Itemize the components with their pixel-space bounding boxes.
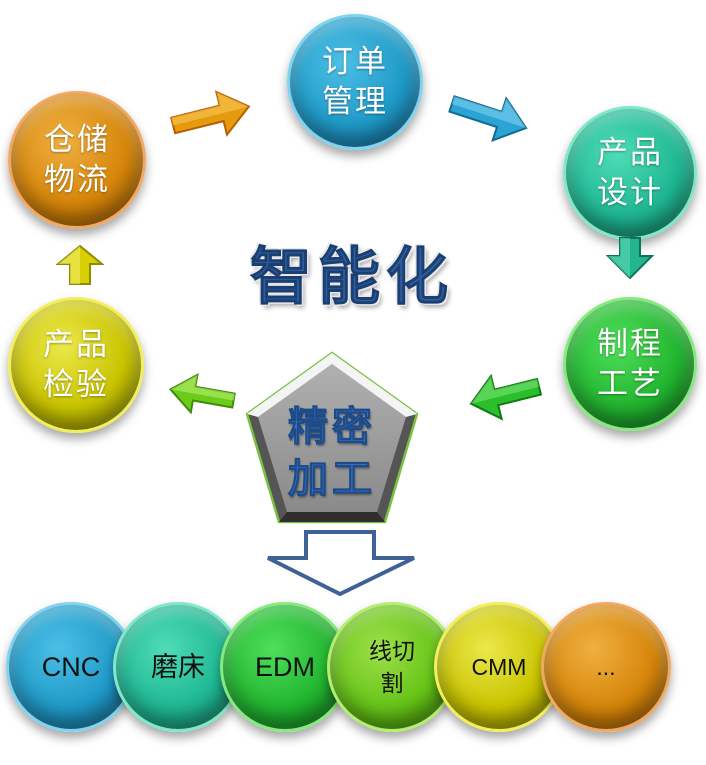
center-pentagon: 精密 加工 bbox=[244, 350, 420, 525]
arrow-left-icon bbox=[469, 373, 543, 421]
diagram-title: 智能化 bbox=[249, 240, 454, 314]
arrow-right-icon bbox=[170, 90, 251, 137]
arrow-right-down-icon bbox=[448, 95, 528, 142]
tool-grinder: 磨床 bbox=[113, 602, 243, 732]
tool-label: ... bbox=[596, 654, 616, 680]
tool-label: 线切 bbox=[369, 638, 415, 664]
node-label-line: 工艺 bbox=[597, 366, 663, 402]
arrow-left-icon bbox=[168, 373, 236, 415]
arrow-up-icon bbox=[56, 244, 104, 285]
node-label-line: 设计 bbox=[597, 175, 663, 211]
tool-edm: EDM bbox=[220, 602, 350, 732]
node-product-design: 产品 设计 bbox=[563, 106, 697, 240]
tool-label: 割 bbox=[380, 670, 404, 696]
node-label-line: 管理 bbox=[322, 84, 388, 120]
center-label-line: 精密 bbox=[288, 404, 376, 451]
node-label-line: 检验 bbox=[43, 367, 109, 403]
node-label-line: 订单 bbox=[322, 44, 388, 80]
node-order-management: 订单 管理 bbox=[287, 14, 423, 150]
tool-label: CNC bbox=[41, 652, 101, 682]
arrow-down-icon bbox=[606, 237, 654, 280]
tool-label: EDM bbox=[255, 652, 315, 682]
node-label-line: 产品 bbox=[597, 135, 663, 171]
center-label-line: 加工 bbox=[288, 456, 376, 503]
tool-label: CMM bbox=[471, 654, 527, 680]
node-label-line: 产品 bbox=[43, 327, 109, 363]
node-label-line: 物流 bbox=[44, 162, 110, 198]
node-process-technology: 制程 工艺 bbox=[563, 297, 697, 431]
tool-more: ... bbox=[541, 602, 671, 732]
hollow-down-arrow-icon bbox=[267, 530, 415, 597]
node-product-inspection: 产品 检验 bbox=[8, 297, 144, 433]
tool-label: 磨床 bbox=[151, 652, 205, 682]
node-label-line: 制程 bbox=[597, 326, 663, 362]
pentagon-shape bbox=[245, 351, 419, 524]
node-warehouse-logistics: 仓储 物流 bbox=[8, 91, 146, 229]
node-label-line: 仓储 bbox=[44, 122, 110, 158]
